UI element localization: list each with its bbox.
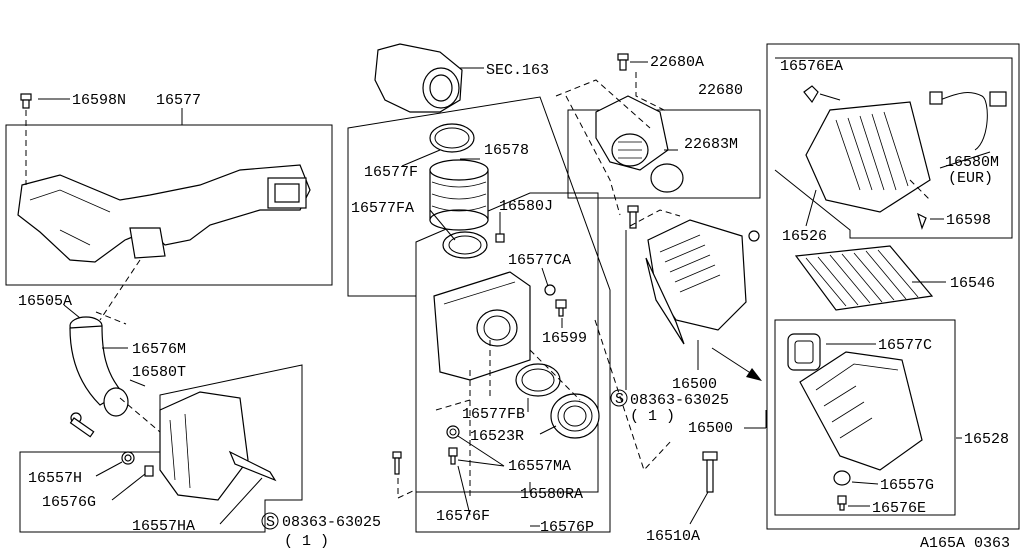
label-16500-a: 16500 xyxy=(672,376,717,393)
grommet-16557G xyxy=(833,470,851,486)
label-16580M: 16580M xyxy=(945,154,999,171)
frame-16577 xyxy=(5,124,333,286)
label-16580RA: 16580RA xyxy=(520,486,583,503)
frame-16580T xyxy=(19,364,303,533)
diagram-reference-code: A165A 0363 xyxy=(920,535,1010,552)
clip-16576F xyxy=(448,447,458,465)
leader-lines xyxy=(38,61,991,527)
label-22683M: 22683M xyxy=(684,136,738,153)
label-16576E: 16576E xyxy=(872,500,926,517)
label-16578: 16578 xyxy=(484,142,529,159)
bolt-left xyxy=(69,412,95,438)
clamp-16577FB xyxy=(515,363,561,397)
label-16500-b: 16500 xyxy=(688,420,733,437)
frame-16580RA xyxy=(415,192,599,493)
label-16557MA: 16557MA xyxy=(508,458,571,475)
hose-16576M xyxy=(69,316,129,417)
bolt-center xyxy=(392,451,402,475)
label-16510A: 16510A xyxy=(646,528,700,545)
boot-16523R xyxy=(550,393,600,439)
s-mark-1 xyxy=(261,512,279,530)
frame-intake xyxy=(347,96,611,533)
bolt-16500 xyxy=(627,205,639,229)
label-16577F: 16577F xyxy=(364,164,418,181)
clip-16599 xyxy=(555,299,567,317)
seal-22683M xyxy=(650,163,684,193)
label-16557HA: 16557HA xyxy=(132,518,195,535)
filter-16546 xyxy=(794,245,934,311)
label-16526: 16526 xyxy=(782,228,827,245)
clip-16576G xyxy=(144,465,154,477)
label-16577CA: 16577CA xyxy=(508,252,571,269)
lower-case-16528 xyxy=(799,351,923,471)
label-bolt-08363-63025-a: 08363-63025 xyxy=(282,514,381,531)
label-16557H: 16557H xyxy=(28,470,82,487)
s-mark-2 xyxy=(610,389,628,407)
label-22680A: 22680A xyxy=(650,54,704,71)
label-16580M-eur: (EUR) xyxy=(948,170,993,187)
upper-case-16526 xyxy=(805,101,931,213)
label-16577FB: 16577FB xyxy=(462,406,525,423)
label-bolt-08363-63025-b: 08363-63025 xyxy=(630,392,729,409)
housing-16580RA xyxy=(433,271,531,381)
air-cleaner-16500 xyxy=(645,219,760,345)
label-bolt-qty-b: ( 1 ) xyxy=(630,408,675,425)
label-sec163: SEC.163 xyxy=(486,62,549,79)
label-16577C: 16577C xyxy=(878,337,932,354)
label-16576F: 16576F xyxy=(436,508,490,525)
duct-16577 xyxy=(17,164,311,263)
label-16580J: 16580J xyxy=(499,198,553,215)
frame-right xyxy=(766,43,1020,530)
clip-16598 xyxy=(917,212,927,230)
screw-22680A xyxy=(617,53,629,71)
boot-16578 xyxy=(429,159,489,231)
label-16580T: 16580T xyxy=(132,364,186,381)
s-mark-2-letter: S xyxy=(615,391,624,408)
clip-16576E xyxy=(837,495,847,511)
arrow-16500 xyxy=(711,347,762,381)
airflow-meter-22680 xyxy=(595,95,669,171)
throttle-body-sec163 xyxy=(374,43,463,113)
resonator-16580T xyxy=(159,391,277,501)
clamp-16577F xyxy=(429,123,475,153)
grommet-16557H xyxy=(121,451,135,465)
grommet-16577CA xyxy=(544,284,556,296)
label-16505A: 16505A xyxy=(18,293,72,310)
label-16557G: 16557G xyxy=(880,477,934,494)
label-16598: 16598 xyxy=(946,212,991,229)
label-16576G: 16576G xyxy=(42,494,96,511)
label-16576P: 16576P xyxy=(540,519,594,536)
label-16528: 16528 xyxy=(964,431,1009,448)
frame-16528 xyxy=(774,319,956,516)
clamp-16577FA xyxy=(442,231,488,259)
label-16523R: 16523R xyxy=(470,428,524,445)
bolt-16510A xyxy=(702,451,718,493)
label-16598N: 16598N xyxy=(72,92,126,109)
label-16599: 16599 xyxy=(542,330,587,347)
frame-16526 xyxy=(774,57,1013,239)
harness-16580M xyxy=(929,91,1007,151)
seal-16577C xyxy=(787,333,821,371)
label-bolt-qty-a: ( 1 ) xyxy=(284,533,329,550)
label-16576M: 16576M xyxy=(132,341,186,358)
grommet-16557MA xyxy=(446,425,460,439)
phantom-lines xyxy=(25,72,931,500)
label-16577: 16577 xyxy=(156,92,201,109)
label-16546: 16546 xyxy=(950,275,995,292)
label-16577FA: 16577FA xyxy=(351,200,414,217)
label-16576EA: 16576EA xyxy=(780,58,843,75)
clip-16576EA xyxy=(803,85,819,104)
s-mark-1-letter: S xyxy=(266,514,275,531)
clip-16580J xyxy=(495,233,505,243)
screw-16598N xyxy=(20,93,32,109)
label-22680: 22680 xyxy=(698,82,743,99)
part-labels: 16598N 16577 16505A 16576M 16580T 16557H… xyxy=(18,54,1010,552)
